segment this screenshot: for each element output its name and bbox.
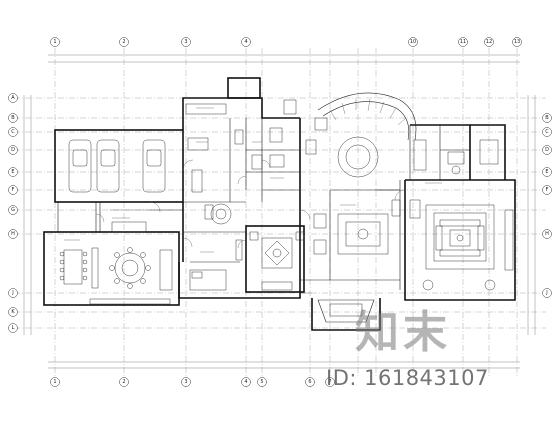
round-feature [210, 203, 232, 225]
grid-label: 2 [122, 379, 125, 385]
grid-label: 10 [410, 39, 416, 45]
study-room-furniture [249, 231, 305, 291]
grid-label: J [545, 290, 547, 296]
grid-label: 4 [244, 379, 247, 385]
grid-bubble [8, 127, 18, 137]
grid-bubble [50, 377, 60, 387]
grid-bubble [8, 323, 18, 333]
grid-label: 6 [308, 379, 311, 385]
grid-label: F [12, 187, 15, 193]
grid-bubble [119, 37, 129, 47]
grid-bubble [542, 185, 552, 195]
grid-bubble [8, 93, 18, 103]
grid-bubble [8, 205, 18, 215]
grid-bubble [8, 307, 18, 317]
grid-label: B [545, 115, 549, 121]
grid-bubble [542, 288, 552, 298]
grid-bubble [119, 377, 129, 387]
grid-bubble [325, 377, 335, 387]
grid-label: C [11, 129, 15, 135]
grid-label: K [11, 309, 15, 315]
grid-label: 5 [260, 379, 263, 385]
round-table [114, 252, 146, 284]
grid-label: 1 [53, 379, 56, 385]
grid-bubble [241, 37, 251, 47]
grid-label: J [11, 290, 13, 296]
grid-label: 7 [328, 379, 331, 385]
grid-bubble [542, 127, 552, 137]
exterior-walls [43, 77, 516, 331]
grid-bubble [8, 167, 18, 177]
grid-bubble [181, 377, 191, 387]
living-rug [425, 204, 495, 270]
long-table [63, 249, 83, 285]
car-shape [142, 139, 166, 193]
dimension-lines [23, 54, 536, 369]
column-bubbles-top: 1 2 3 4 10 11 12 13 [50, 37, 522, 47]
grid-bubble [408, 37, 418, 47]
living-room-furniture [409, 139, 514, 291]
grid-bubble [8, 145, 18, 155]
grid-label: F [546, 187, 549, 193]
grid-label: H [11, 231, 15, 237]
grid-bubble [512, 37, 522, 47]
grid-bubble [257, 377, 267, 387]
grid-bubble [8, 288, 18, 298]
grid-bubble [241, 377, 251, 387]
grid-label: 4 [244, 39, 247, 45]
grid-label: 13 [514, 39, 520, 45]
doors [95, 159, 406, 249]
car-shape [68, 139, 92, 193]
hall-carpet [337, 213, 389, 255]
grid-label: D [545, 147, 549, 153]
grid-label: 11 [460, 39, 466, 45]
grid-label: 12 [486, 39, 492, 45]
coffee-table [449, 229, 471, 247]
grid-bubble [8, 229, 18, 239]
bay-entry [300, 292, 375, 323]
row-bubbles-right: B C D E F H J [542, 113, 552, 298]
grid-bubble [50, 37, 60, 47]
spiral-stair [305, 92, 417, 178]
grid-label: E [545, 169, 548, 175]
grid-bubble [542, 167, 552, 177]
column-bubbles-bottom: 1 2 3 4 5 6 7 [50, 377, 335, 387]
carpet [261, 237, 293, 269]
grid-bubble [181, 37, 191, 47]
grid-bubble [8, 113, 18, 123]
dining-furniture [59, 209, 173, 305]
watermark-brand: 知末 [355, 307, 451, 358]
grid-label: H [545, 231, 549, 237]
interior-walls [57, 118, 470, 290]
grid-label: B [11, 115, 15, 121]
grid-bubble [542, 145, 552, 155]
grid-label: C [545, 129, 549, 135]
grid-bubble [542, 113, 552, 123]
room-annotations [64, 107, 442, 253]
grid-bubble [8, 185, 18, 195]
row-bubbles-left: A B C D E F G H J K L [8, 93, 18, 333]
main-hall [313, 199, 401, 255]
grid-label: L [12, 325, 15, 331]
grid-label: 2 [122, 39, 125, 45]
stair-core [337, 136, 379, 178]
grid-label: 3 [184, 39, 187, 45]
garage-cars [68, 139, 166, 193]
grid-label: 1 [53, 39, 56, 45]
grid-bubble [458, 37, 468, 47]
grid-label: D [11, 147, 15, 153]
bed [189, 269, 227, 291]
grid-label: A [11, 95, 15, 101]
grid-bubble [542, 229, 552, 239]
grid-label: E [11, 169, 14, 175]
grid-label: 3 [184, 379, 187, 385]
watermark-id: ID: 161843107 [326, 366, 489, 390]
entry-fixtures [185, 99, 297, 291]
grid-bubble [484, 37, 494, 47]
grid-label: G [11, 207, 15, 213]
car-shape [96, 139, 120, 193]
grid-bubble [305, 377, 315, 387]
